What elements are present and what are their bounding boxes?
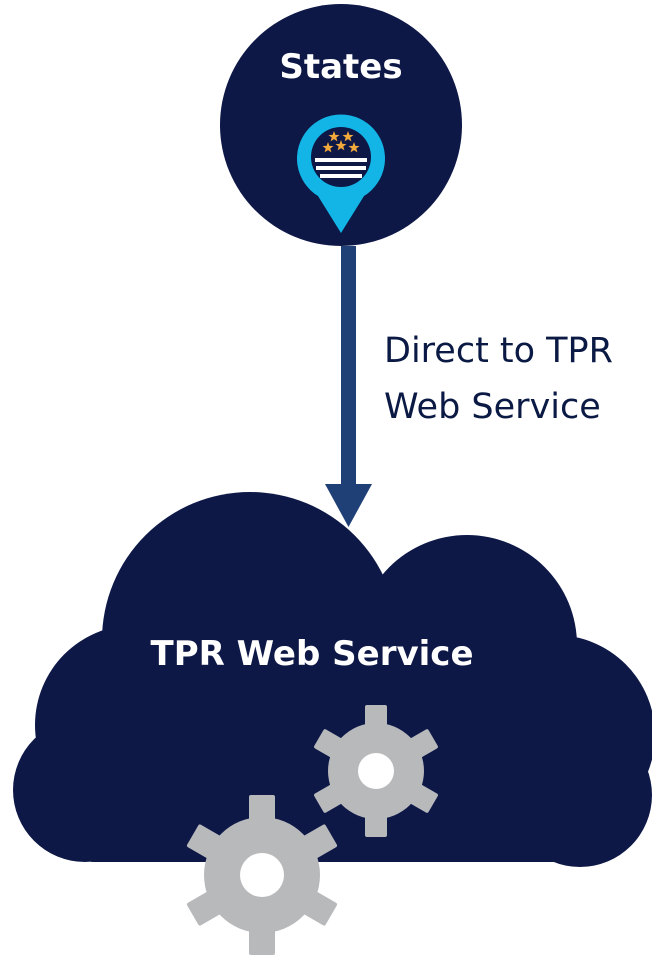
gears-icon (186, 705, 438, 955)
flag-stars (322, 131, 360, 153)
states-label: States (279, 47, 402, 87)
arrow-shaft (341, 246, 356, 486)
edge-label-line2: Web Service (384, 387, 601, 427)
edge-label-line1: Direct to TPR (384, 331, 613, 371)
star-icon (322, 142, 334, 153)
arrow-head (325, 484, 372, 527)
pin-badge (311, 127, 371, 187)
star-icon (335, 140, 347, 151)
service-label: TPR Web Service (151, 634, 474, 674)
flow-arrow (325, 246, 372, 527)
states-node: States (220, 4, 462, 246)
star-icon (328, 131, 340, 142)
star-icon (348, 142, 360, 153)
service-cloud (13, 492, 652, 867)
gear-small (314, 705, 438, 837)
star-icon (342, 131, 354, 142)
location-pin-icon (297, 114, 386, 233)
gear-large (186, 795, 338, 955)
flag-stripes (315, 158, 367, 178)
